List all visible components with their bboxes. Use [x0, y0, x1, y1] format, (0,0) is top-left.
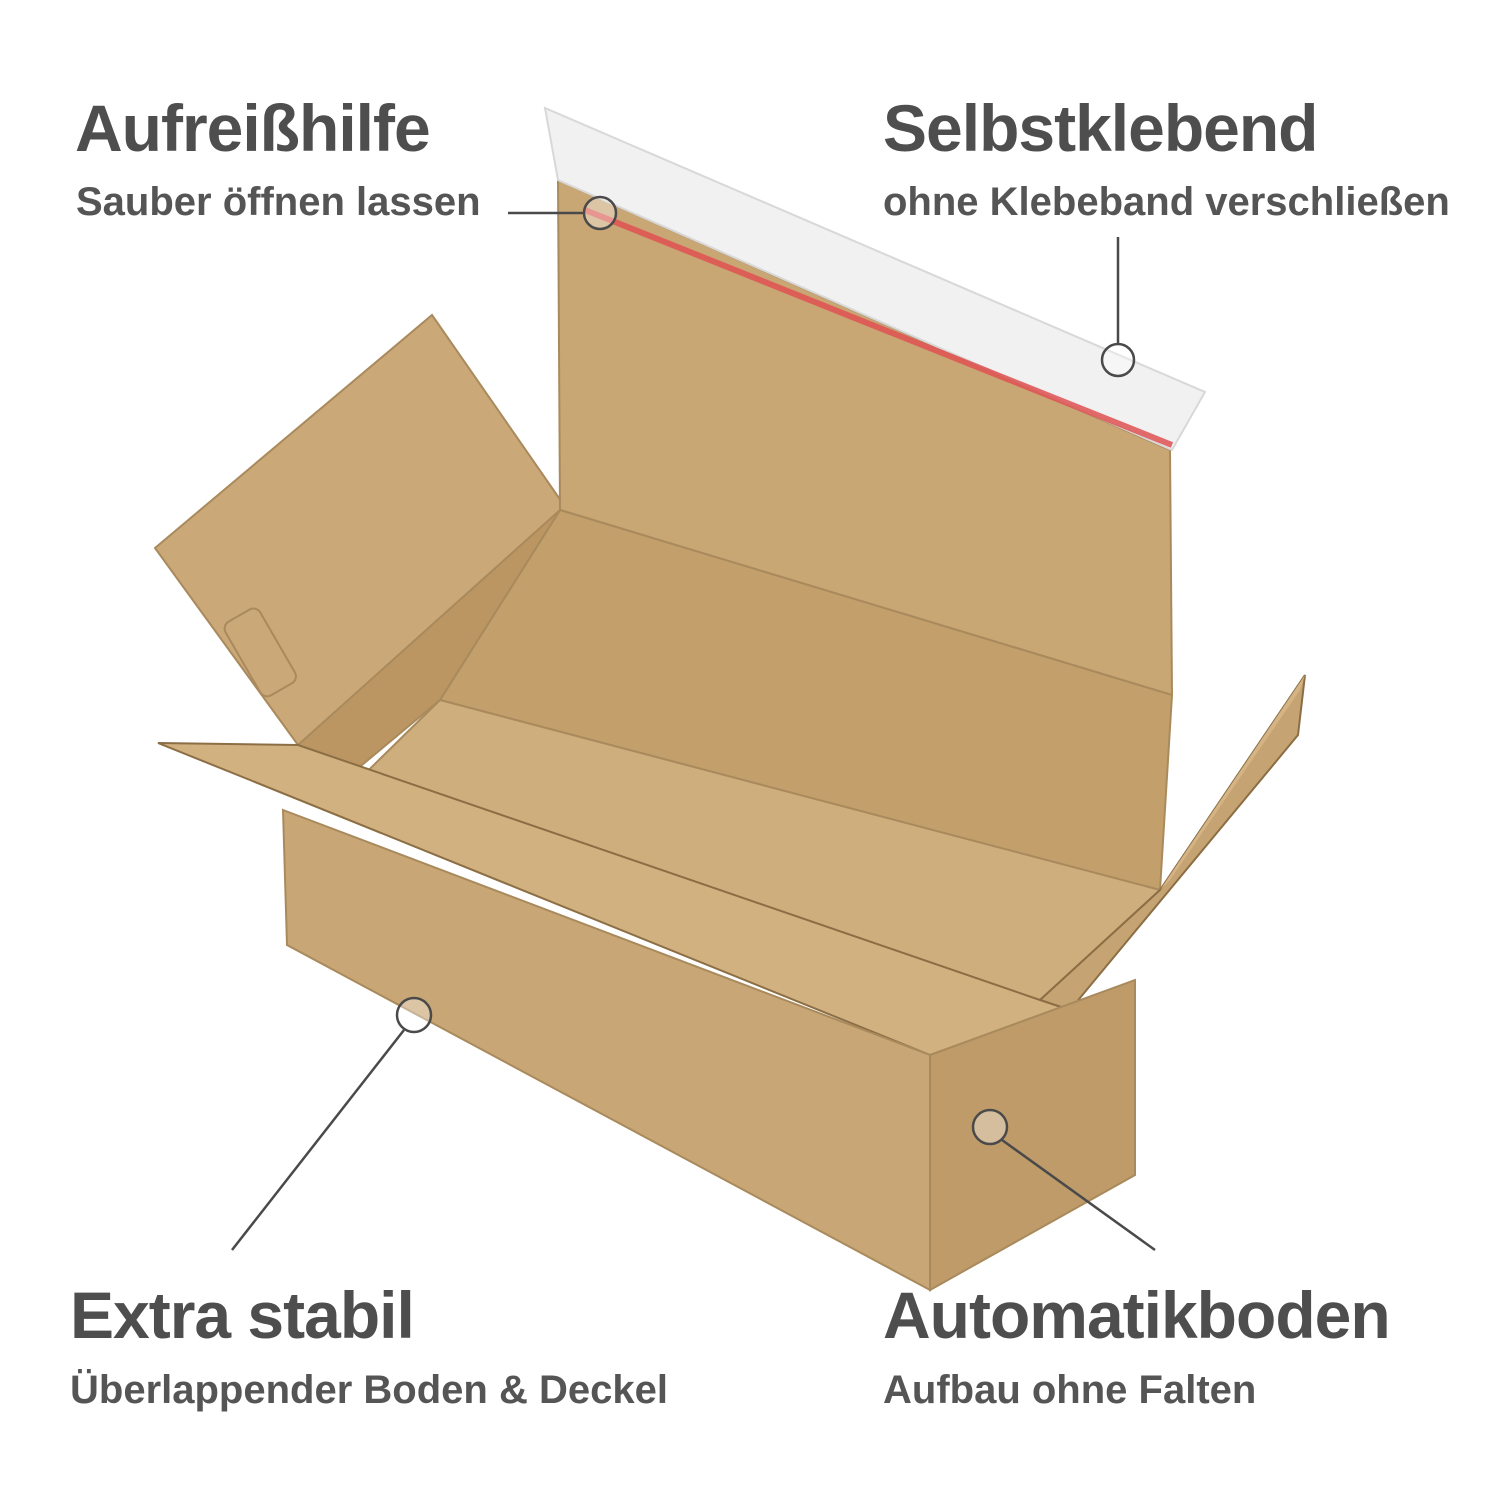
callout-title-self-adhesive: Selbstklebend: [883, 91, 1318, 165]
marker-adhesive: [1100, 342, 1136, 378]
callout-title-auto-bottom: Automatikboden: [883, 1278, 1391, 1352]
callout-markers: [231, 195, 1156, 1252]
callout-subtitle-self-adhesive: ohne Klebeband verschließen: [883, 180, 1450, 224]
marker-auto-bottom: [971, 1108, 1009, 1146]
right-outer-wall: [929, 978, 1136, 1292]
callout-subtitle-extra-stable: Überlappender Boden & Deckel: [70, 1368, 668, 1412]
flap-tab-cutout: [223, 607, 297, 698]
marker-stable: [395, 996, 433, 1034]
marker-tear-strip: [582, 195, 618, 231]
tear-strip: [583, 207, 1174, 448]
right-side-flap-top: [1160, 675, 1305, 890]
callout-title-extra-stable: Extra stabil: [70, 1278, 415, 1352]
callout-title-tear-aid: Aufreißhilfe: [75, 91, 431, 165]
callout-subtitle-auto-bottom: Aufbau ohne Falten: [883, 1368, 1257, 1412]
callout-subtitle-tear-aid: Sauber öffnen lassen: [76, 180, 481, 224]
adhesive-strip: [543, 106, 1207, 452]
